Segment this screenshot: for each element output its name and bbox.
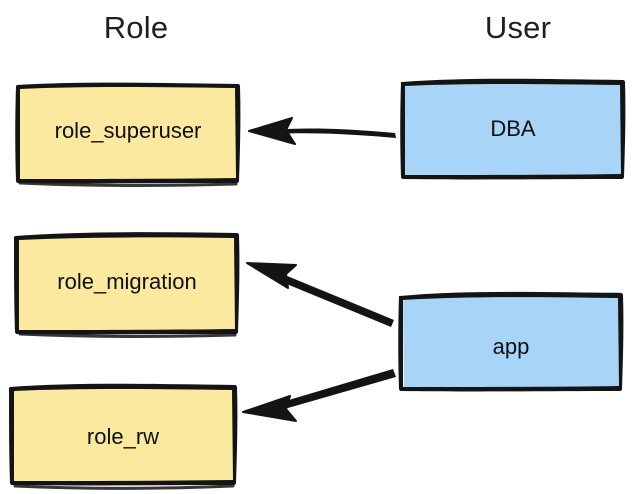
node-label-role-superuser: role_superuser <box>54 118 202 143</box>
edge-dba-to-role-superuser-line <box>271 128 396 138</box>
node-role-superuser[interactable] <box>15 82 241 187</box>
edge-dba-to-role-superuser <box>248 117 396 145</box>
node-label-role-migration: role_migration <box>57 269 197 294</box>
node-role-migration-edge-accent <box>18 332 237 338</box>
node-role-migration-fill <box>18 233 238 333</box>
node-app-fill <box>403 292 621 388</box>
edge-app-to-role-migration-arrowhead <box>246 262 297 289</box>
node-label-dba: DBA <box>490 116 536 141</box>
edge-app-to-role-rw <box>242 369 396 422</box>
node-label-role-rw: role_rw <box>86 424 160 449</box>
node-role-rw-edge-accent <box>13 484 235 490</box>
column-title-user: User <box>484 10 552 45</box>
edge-app-to-role-rw-line <box>272 369 396 412</box>
edge-app-to-role-rw-arrowhead <box>242 395 297 422</box>
node-role-rw-fill <box>13 386 235 482</box>
node-app[interactable] <box>398 291 624 392</box>
edge-app-to-role-migration-line <box>272 271 394 327</box>
node-role-rw[interactable] <box>9 383 238 490</box>
node-role-migration[interactable] <box>14 232 240 338</box>
node-label-app: app <box>492 334 530 359</box>
edge-app-to-role-migration <box>246 262 394 327</box>
node-dba-fill <box>404 81 623 176</box>
node-role-superuser-edge-accent <box>18 181 238 187</box>
node-dba[interactable] <box>400 78 626 180</box>
column-title-role: Role <box>103 10 169 45</box>
edge-dba-to-role-superuser-arrowhead <box>248 117 296 145</box>
node-role-superuser-fill <box>18 84 239 182</box>
